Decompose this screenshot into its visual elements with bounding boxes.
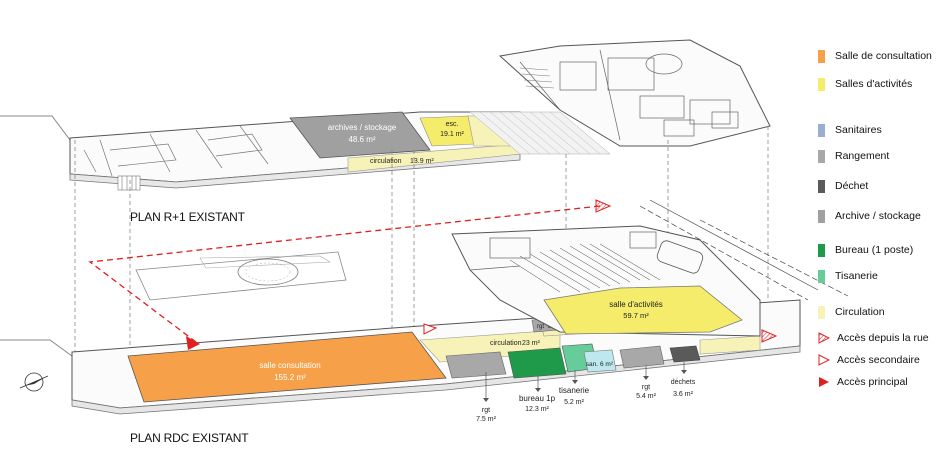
- upper-floor-plan: archives / stockage 48.6 m² esc. 19.1 m²…: [0, 39, 771, 191]
- legend-label: Rangement: [835, 150, 890, 162]
- esc-name: esc.: [446, 121, 459, 128]
- activites-name: salle d'activités: [609, 300, 663, 309]
- upper-plan-title: PLAN R+1 EXISTANT: [130, 210, 245, 224]
- legend-item-street-access: Accès depuis la rue: [818, 330, 929, 346]
- circulation-rdc-area: 23 m²: [522, 340, 541, 347]
- rgt-right-name: rgt: [642, 384, 650, 391]
- rgt-right-area: 5.4 m²: [636, 393, 657, 400]
- circulation-r1-area: 13.9 m²: [410, 158, 434, 165]
- legend-item-consultation: Salle de consultation: [818, 48, 932, 64]
- legend-swatch-sanitaires: [818, 123, 825, 137]
- bureau-area: 12.3 m²: [525, 406, 549, 413]
- legend-item-secondary-access: Accès secondaire: [818, 352, 920, 368]
- rgt-left-area: 7.5 m²: [476, 416, 497, 423]
- street-access-icon: [595, 199, 612, 213]
- filled-triangle-icon: [818, 376, 832, 388]
- legend-item-bureau: Bureau (1 poste): [818, 242, 913, 258]
- ground-plan-title: PLAN RDC EXISTANT: [130, 431, 249, 445]
- san-area: 6 m²: [600, 361, 614, 368]
- legend-label: Bureau (1 poste): [835, 244, 914, 256]
- circulation-r1-name: circulation: [370, 158, 402, 165]
- legend-label: Tisanerie: [835, 270, 878, 282]
- rgt-left-name: rgt: [482, 407, 490, 414]
- consultation-area: 155.2 m²: [274, 373, 306, 382]
- legend-swatch-consultation: [818, 49, 825, 63]
- consultation-name: salle consultation: [259, 361, 320, 370]
- esc-area: 19.1 m²: [440, 131, 464, 138]
- legend-swatch-circulation: [818, 305, 825, 319]
- legend-label: Déchet: [835, 180, 869, 192]
- legend-label: Salle de consultation: [835, 50, 932, 62]
- legend-swatch-rangement: [818, 149, 825, 163]
- legend-label: Accès secondaire: [837, 354, 920, 366]
- legend-label: Salles d'activités: [835, 78, 913, 90]
- archives-area: 48.6 m²: [348, 135, 375, 144]
- bureau-name: bureau 1p: [519, 394, 556, 403]
- legend-swatch-bureau: [818, 243, 825, 257]
- san-name: san.: [586, 361, 598, 368]
- legend-item-dechet: Déchet: [818, 178, 868, 194]
- legend-swatch-dechet: [818, 179, 825, 193]
- archives-name: archives / stockage: [328, 123, 397, 132]
- legend-item-sanitaires: Sanitaires: [818, 122, 882, 138]
- legend-label: Sanitaires: [835, 124, 882, 136]
- legend-swatch-activites: [818, 77, 825, 91]
- main-access-icon: [186, 336, 200, 350]
- north-arrow-icon: [19, 372, 49, 392]
- legend-item-rangement: Rangement: [818, 148, 889, 164]
- legend-item-tisanerie: Tisanerie: [818, 268, 878, 284]
- activites-area: 59.7 m²: [623, 311, 649, 320]
- room-callouts: rgt 7.5 m² bureau 1p 12.3 m² tisanerie 5…: [476, 362, 696, 423]
- legend-item-archive: Archive / stockage: [818, 208, 921, 224]
- legend-label: Accès depuis la rue: [837, 332, 929, 344]
- dechets-area: 3.6 m²: [673, 391, 694, 398]
- secondary-access-icon: [423, 323, 438, 335]
- legend-swatch-archive: [818, 209, 825, 223]
- legend-item-main-access: Accès principal: [818, 374, 908, 390]
- street-access-icon-2: [761, 329, 778, 343]
- access-path: [88, 199, 778, 350]
- tisanerie-area: 5.2 m²: [564, 399, 585, 406]
- hatched-triangle-icon: [818, 332, 832, 344]
- outline-triangle-icon: [818, 354, 832, 366]
- legend-item-circulation: Circulation: [818, 304, 885, 320]
- legend-item-activites: Salles d'activités: [818, 76, 912, 92]
- ground-right-wing: salle d'activités 59.7 m²: [451, 199, 849, 337]
- legend-swatch-tisanerie: [818, 269, 825, 283]
- tisanerie-name: tisanerie: [559, 386, 590, 395]
- legend-label: Accès principal: [837, 376, 908, 388]
- legend-label: Archive / stockage: [835, 210, 921, 222]
- dechets-name: déchets: [671, 379, 696, 386]
- legend-label: Circulation: [835, 306, 885, 318]
- circulation-rdc-name: circulation: [490, 340, 522, 347]
- rgt-top-name: rgt: [537, 324, 544, 330]
